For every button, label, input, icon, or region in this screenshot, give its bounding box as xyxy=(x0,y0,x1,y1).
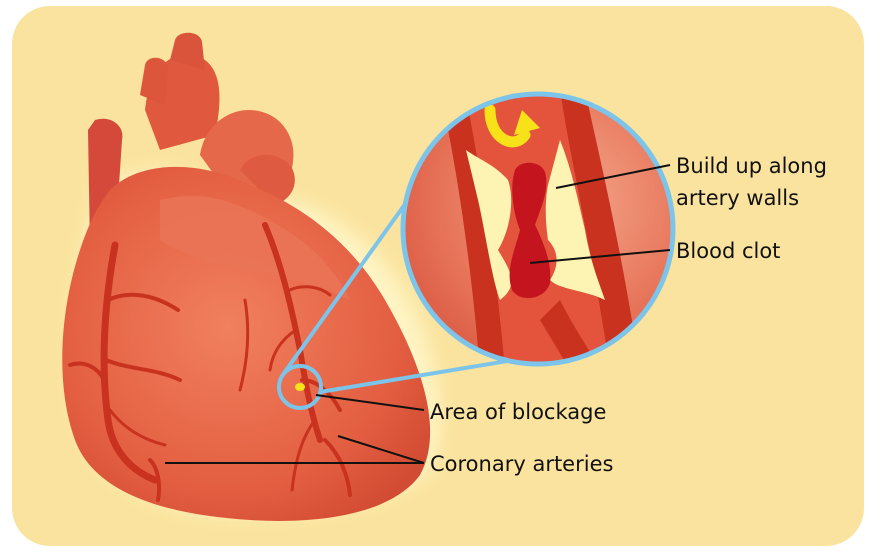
label-blood-clot: Blood clot xyxy=(676,238,780,264)
label-area-of-blockage: Area of blockage xyxy=(430,399,606,425)
label-coronary-arteries: Coronary arteries xyxy=(430,451,613,477)
label-buildup-line1: Build up along xyxy=(676,153,827,179)
blockage-spot xyxy=(295,383,305,391)
label-buildup-line2: artery walls xyxy=(676,185,799,211)
